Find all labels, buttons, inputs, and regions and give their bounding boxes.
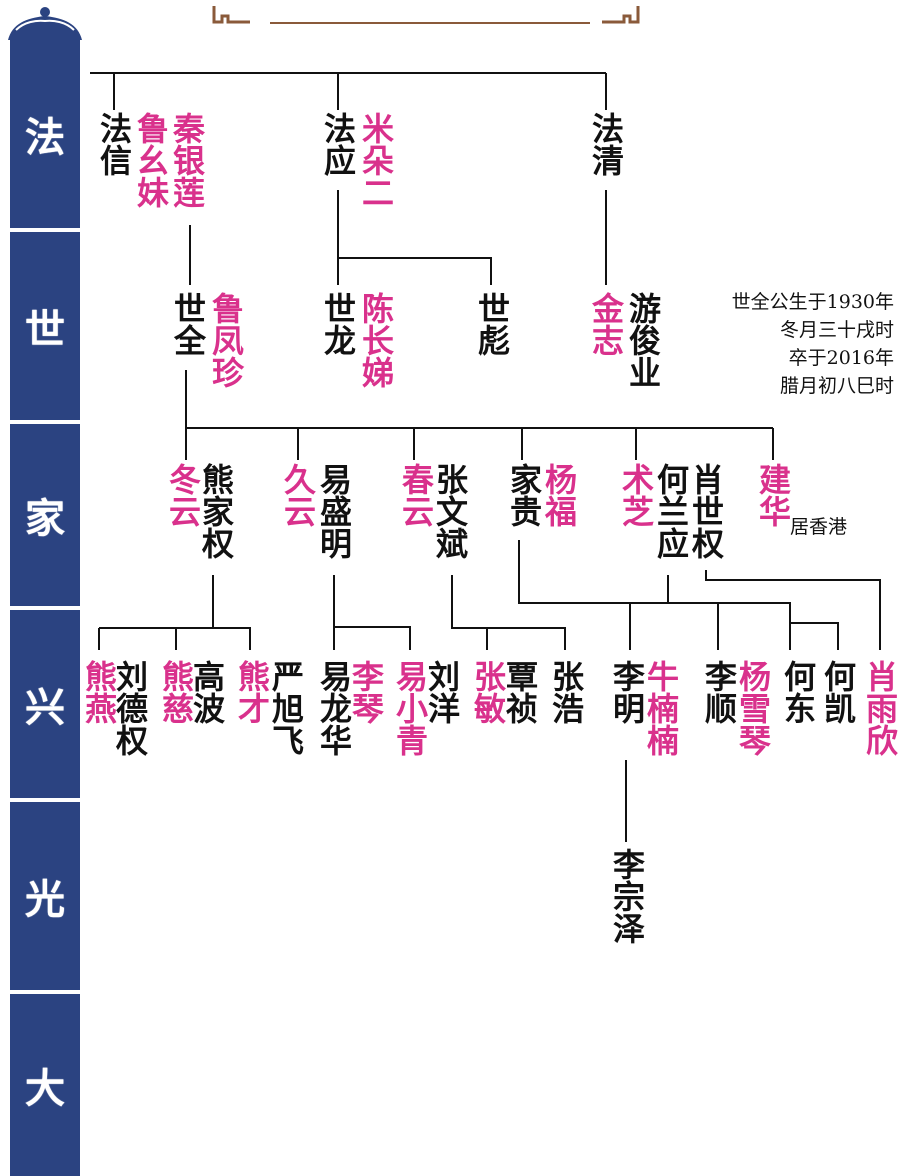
person-xiong-cai: 熊才: [233, 660, 271, 724]
person-xiong-jiaquan: 熊家权: [197, 463, 235, 559]
connector: [667, 575, 839, 650]
generation-da: 大: [10, 994, 80, 1176]
connector: [212, 575, 251, 650]
shiquan-note: 世全公生于1930年 冬月三十戌时 卒于2016年 腊月初八巳时: [698, 288, 894, 400]
note-line: 腊月初八巳时: [779, 375, 894, 397]
person-xiao-yuxin: 肖雨欣: [861, 660, 899, 756]
person-faying: 法应: [319, 112, 357, 176]
person-shiquan: 世全: [169, 292, 207, 356]
person-li-ming: 李明: [608, 660, 646, 724]
person-jiagui: 家贵: [505, 463, 543, 527]
person-li-shun: 李顺: [700, 660, 738, 724]
person-shuzhi: 术芝: [617, 463, 655, 527]
person-zhang-hao: 张浩: [547, 660, 585, 724]
generation-label: 世: [25, 306, 65, 353]
person-shibiao: 世彪: [473, 292, 511, 356]
connector: [185, 370, 773, 429]
person-mi-duoer: 米朵二: [357, 112, 395, 208]
person-jiuyun: 久云: [279, 463, 317, 527]
person-liu-dequan: 刘德权: [111, 660, 149, 756]
person-yan-xufei: 严旭飞: [267, 660, 305, 756]
generation-label: 兴: [25, 684, 65, 731]
generation-shi: 世: [10, 232, 80, 420]
generation-sidebar: 法 世 家 兴 光 大: [0, 0, 90, 1176]
generation-jia: 家: [10, 424, 80, 606]
person-faqing: 法清: [587, 112, 625, 176]
person-yi-shengming: 易盛明: [315, 463, 353, 559]
person-niu-nannan: 牛楠楠: [642, 660, 680, 756]
left-ornament-icon: [212, 6, 250, 24]
person-he-dong: 何东: [779, 660, 817, 724]
person-xiong-yan: 熊燕: [80, 660, 118, 724]
top-divider: [270, 22, 590, 24]
person-jianhua: 建华: [754, 463, 792, 527]
person-lu-fengzhen: 鲁凤珍: [207, 292, 245, 388]
note-line: 冬月三十戌时: [779, 319, 894, 341]
person-li-zongze: 李宗泽: [608, 848, 646, 944]
person-shilong: 世龙: [319, 292, 357, 356]
person-li-qin: 李琴: [347, 660, 385, 724]
person-yi-longhua: 易龙华: [315, 660, 353, 756]
person-gao-bo: 高波: [188, 660, 226, 724]
person-zhang-wenbin: 张文斌: [431, 463, 469, 559]
connector: [338, 257, 492, 285]
connector: [451, 575, 566, 650]
person-you-junye: 游俊业: [624, 292, 662, 388]
person-he-lanying: 何兰应: [652, 463, 690, 559]
person-qin-yinlian: 秦银莲: [168, 112, 206, 208]
generation-xing: 兴: [10, 610, 80, 798]
generation-fa: 法: [10, 40, 80, 228]
jianhua-note: 居香港: [790, 516, 848, 538]
connector: [705, 570, 881, 650]
person-faxin: 法信: [95, 112, 133, 176]
generation-guang: 光: [10, 802, 80, 990]
person-he-kai: 何凯: [819, 660, 857, 724]
person-dongyun: 冬云: [164, 463, 202, 527]
right-ornament-icon: [602, 6, 640, 24]
connector: [518, 540, 719, 650]
person-lu-youmei: 鲁幺妹: [132, 112, 170, 208]
person-yang-fu: 杨福: [540, 463, 578, 527]
note-line: 卒于2016年: [788, 347, 894, 369]
note-line: 世全公生于1930年: [731, 291, 894, 313]
person-yi-xiaoqing: 易小青: [391, 660, 429, 756]
person-liu-yang: 刘洋: [423, 660, 461, 724]
connector: [333, 575, 411, 650]
generation-label: 法: [25, 114, 65, 161]
generation-label: 光: [25, 876, 65, 923]
person-xiao-shiquan: 肖世权: [687, 463, 725, 559]
generation-label: 大: [25, 1065, 65, 1112]
person-zhang-min: 张敏: [469, 660, 507, 724]
person-xiong-ci: 熊慈: [157, 660, 195, 724]
person-jinzhi: 金志: [587, 292, 625, 356]
person-tan-zhen: 覃祯: [501, 660, 539, 724]
person-yang-xueqin: 杨雪琴: [734, 660, 772, 756]
person-chen-changdi: 陈长娣: [357, 292, 395, 388]
generation-label: 家: [25, 495, 65, 542]
sidebar-crown-icon: [8, 7, 82, 40]
person-chunyun: 春云: [397, 463, 435, 527]
